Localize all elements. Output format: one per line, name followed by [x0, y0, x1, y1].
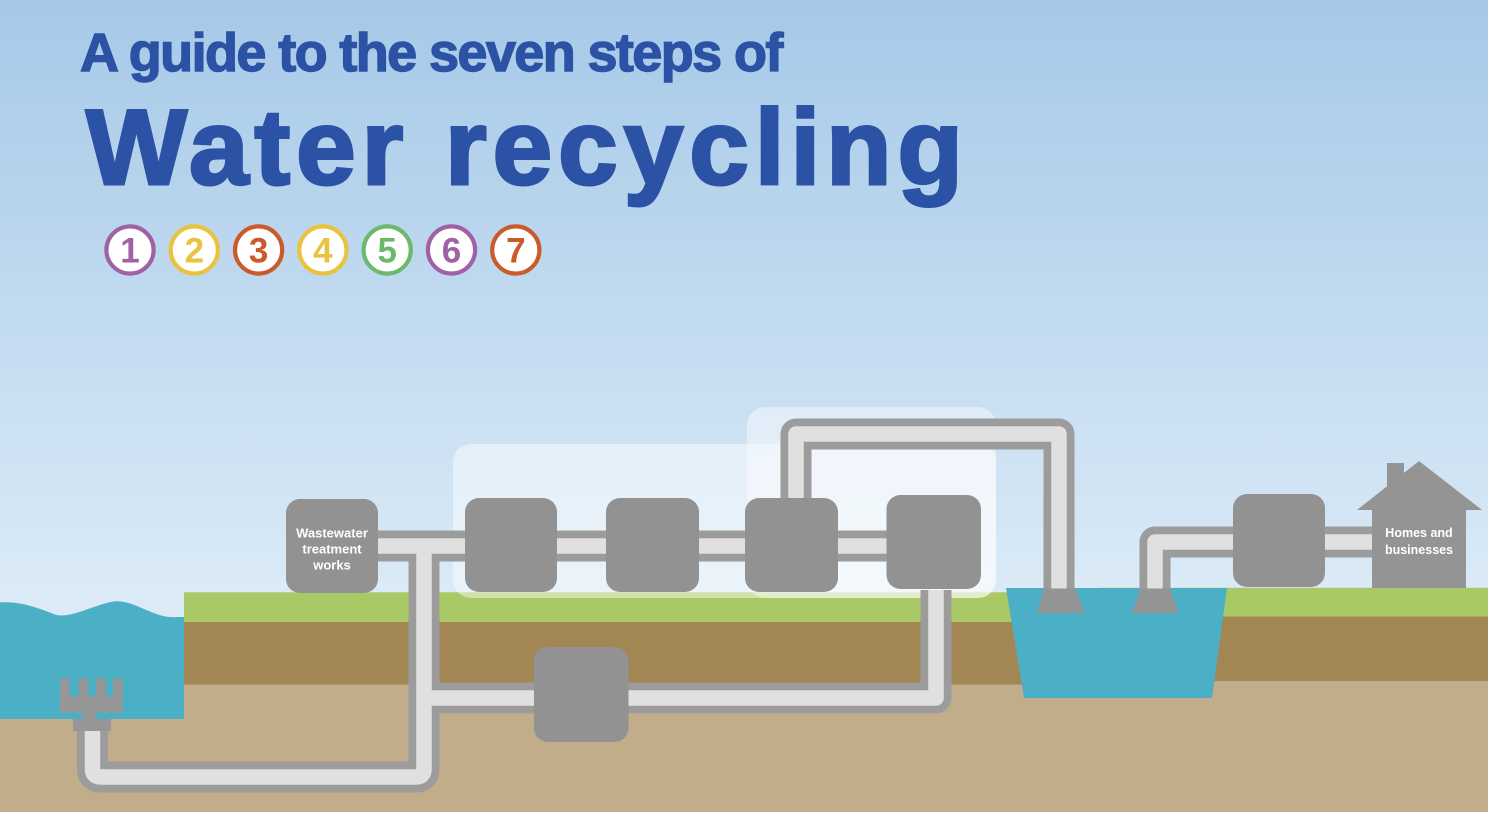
svg-text:6: 6 — [442, 232, 461, 271]
svg-text:5: 5 — [377, 232, 396, 271]
svg-text:Wastewater: Wastewater — [296, 526, 368, 541]
svg-text:7: 7 — [506, 232, 525, 271]
svg-text:Water recycling: Water recycling — [86, 87, 969, 207]
svg-text:businesses: businesses — [1385, 543, 1453, 557]
svg-text:4: 4 — [313, 232, 333, 271]
svg-text:1: 1 — [120, 232, 139, 271]
svg-text:2: 2 — [185, 232, 204, 271]
svg-text:3: 3 — [249, 232, 268, 271]
svg-text:A guide to the seven steps of: A guide to the seven steps of — [80, 23, 784, 83]
svg-text:treatment: treatment — [302, 542, 362, 557]
svg-text:Homes and: Homes and — [1385, 526, 1452, 540]
svg-text:works: works — [312, 558, 351, 573]
